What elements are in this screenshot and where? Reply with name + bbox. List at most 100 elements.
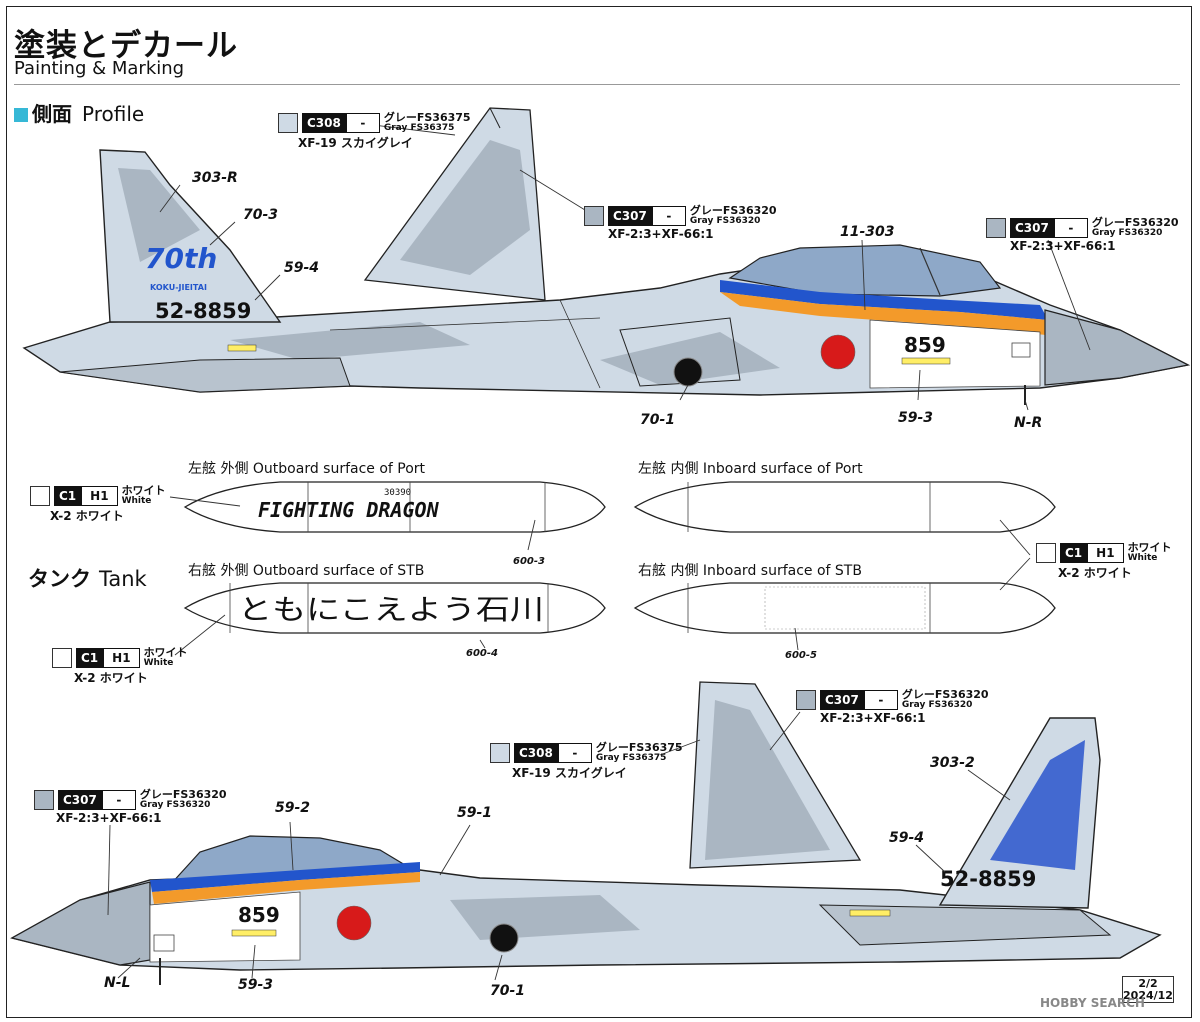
tank-stb-outboard xyxy=(183,582,606,634)
paint-name-en: Gray FS36320 xyxy=(689,216,761,226)
paint-code-c: C307 xyxy=(1010,218,1054,238)
paint-code-h: H1 xyxy=(1087,543,1124,563)
tank-port-outboard xyxy=(183,481,606,533)
paint-code-c: C1 xyxy=(54,486,82,506)
section-heading-tank: タンク Tank xyxy=(28,563,147,593)
serial-top: 52-8859 xyxy=(155,299,251,323)
aircraft-profile-left xyxy=(10,717,1162,985)
paint-mix: XF-19 スカイグレイ xyxy=(298,136,413,150)
paint-code-h: H1 xyxy=(81,486,118,506)
paint-name-jp: ホワイト xyxy=(121,484,166,497)
paint-code-c: C308 xyxy=(514,743,558,763)
watermark: HOBBY SEARCH xyxy=(1040,996,1145,1010)
paint-mix: XF-19 スカイグレイ xyxy=(512,766,627,780)
paint-code-h: - xyxy=(101,790,136,810)
paint-code-c: C1 xyxy=(76,648,104,668)
label-port-outboard: 左舷 外側 Outboard surface of Port xyxy=(188,461,426,477)
paint-code-h: - xyxy=(863,690,898,710)
paint-code-c: C1 xyxy=(1060,543,1088,563)
paint-code-h: H1 xyxy=(103,648,140,668)
callout-n-l: N-L xyxy=(104,975,131,991)
tank-title-jp: タンク xyxy=(28,567,91,591)
paint-name-jp: グレーFS36375 xyxy=(383,111,471,124)
callout-600-3: 600-3 xyxy=(513,556,545,567)
paint-code-h: - xyxy=(1053,218,1088,238)
paint-code-c: C307 xyxy=(608,206,652,226)
paint-name-en: Gray FS36375 xyxy=(595,753,667,763)
tail-emblem-top: 70th xyxy=(145,242,217,275)
paint-mix: XF-2:3+XF-66:1 xyxy=(1010,239,1116,253)
paint-code-h: - xyxy=(345,113,380,133)
paint-swatch xyxy=(52,648,72,668)
leader-lines-tank xyxy=(169,496,1031,656)
page-number: 2/2 xyxy=(1138,977,1158,990)
paint-code-c: C307 xyxy=(58,790,102,810)
paint-mix: X-2 ホワイト xyxy=(50,509,124,523)
paint-name-en: Gray FS36375 xyxy=(383,123,455,133)
section-title-jp: 側面 xyxy=(32,102,72,126)
callout-59-4-bottom: 59-4 xyxy=(889,830,925,846)
paint-name-en: Gray FS36320 xyxy=(901,700,973,710)
stabilizer-detail-bottom xyxy=(689,681,862,869)
paint-name-jp: グレーFS36320 xyxy=(901,688,989,701)
paint-name-jp: グレーFS36320 xyxy=(139,788,227,801)
section-heading-profile: 側面 Profile xyxy=(14,98,144,127)
paint-name-jp: グレーFS36320 xyxy=(689,204,777,217)
page-number-box: 2/2 2024/12 xyxy=(1122,976,1174,1003)
callout-70-1-top: 70-1 xyxy=(640,412,676,428)
leader-lines-bottom xyxy=(107,711,1011,981)
callout-303-r: 303-R xyxy=(192,170,238,186)
paint-code-h: - xyxy=(557,743,592,763)
tank-title-en: Tank xyxy=(99,567,147,591)
section-marker-icon xyxy=(14,108,28,122)
paint-name-en: White xyxy=(121,496,152,506)
callout-600-4: 600-4 xyxy=(466,648,498,659)
callout-70-1-bottom: 70-1 xyxy=(490,983,526,999)
paint-swatch xyxy=(30,486,50,506)
paint-mix: XF-2:3+XF-66:1 xyxy=(56,811,162,825)
callout-70-3: 70-3 xyxy=(243,207,279,223)
page-subtitle: Painting & Marking xyxy=(14,58,185,79)
label-stb-inboard: 右舷 内側 Inboard surface of STB xyxy=(638,563,862,579)
leader-lines-top xyxy=(159,123,1091,411)
callout-59-3-bottom: 59-3 xyxy=(238,977,274,993)
page-date: 2024/12 xyxy=(1123,989,1173,1002)
tail-sub-top: KOKU-JIEITAI xyxy=(150,283,207,292)
paint-name-en: White xyxy=(143,658,174,668)
paint-name-jp: グレーFS36375 xyxy=(595,741,683,754)
callout-59-1: 59-1 xyxy=(457,805,493,821)
paint-swatch xyxy=(490,743,510,763)
callout-59-4-top: 59-4 xyxy=(284,260,320,276)
section-title-en: Profile xyxy=(82,102,145,126)
page-title: 塗装とデカール xyxy=(14,28,238,64)
tank-port-text: FIGHTING DRAGON xyxy=(258,498,440,522)
callout-303-2: 303-2 xyxy=(930,755,975,771)
paint-name-en: White xyxy=(1127,553,1158,563)
callout-59-2: 59-2 xyxy=(275,800,311,816)
paint-mix: XF-2:3+XF-66:1 xyxy=(608,227,714,241)
paint-swatch xyxy=(34,790,54,810)
paint-code-h: - xyxy=(651,206,686,226)
paint-name-en: Gray FS36320 xyxy=(139,800,211,810)
paint-swatch xyxy=(584,206,604,226)
callout-n-r: N-R xyxy=(1014,415,1043,431)
paint-name-jp: ホワイト xyxy=(1127,541,1172,554)
tank-stb-inboard xyxy=(633,582,1056,634)
nose-number-top: 859 xyxy=(904,333,946,357)
paint-code-c: C307 xyxy=(820,690,864,710)
callout-11-303: 11-303 xyxy=(840,224,895,240)
label-port-inboard: 左舷 内側 Inboard surface of Port xyxy=(638,461,863,477)
stabilizer-detail-top xyxy=(363,107,546,301)
paint-name-jp: ホワイト xyxy=(143,646,188,659)
page-frame xyxy=(6,6,1192,1018)
paint-swatch xyxy=(796,690,816,710)
nose-number-bottom: 859 xyxy=(238,903,280,927)
